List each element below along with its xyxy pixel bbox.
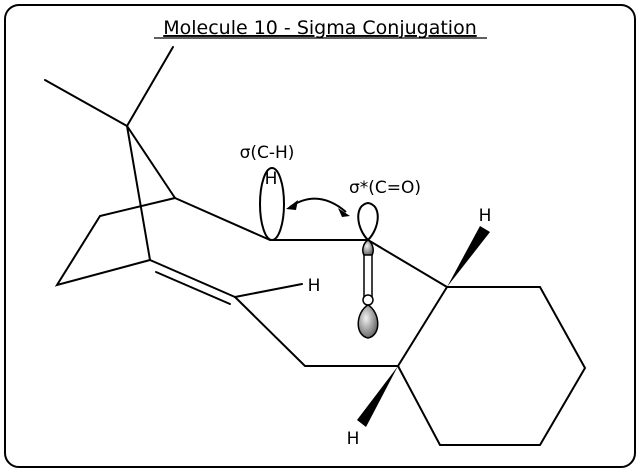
h-atom-orbital: H	[265, 169, 278, 189]
sigma-ch-label: σ(C-H)	[240, 143, 295, 163]
h-atom-bottom: H	[347, 429, 360, 449]
skeleton-bonds	[44, 46, 587, 446]
h-atom-vinyl: H	[308, 276, 321, 296]
arrow-head-right	[338, 208, 350, 217]
diagram-title: Molecule 10 - Sigma Conjugation	[163, 17, 477, 39]
sigma-star-co-label: σ*(C=O)	[349, 178, 421, 198]
arrow-head-left	[286, 200, 298, 210]
h-atom-top: H	[479, 206, 492, 226]
wedge-bond-bottom	[357, 366, 398, 427]
frame-border	[4, 4, 636, 468]
wedge-bond-top	[447, 226, 490, 287]
sigma-star-orbital	[357, 201, 379, 339]
double-arrow	[289, 197, 347, 213]
sigma-ch-orbital	[259, 167, 285, 241]
